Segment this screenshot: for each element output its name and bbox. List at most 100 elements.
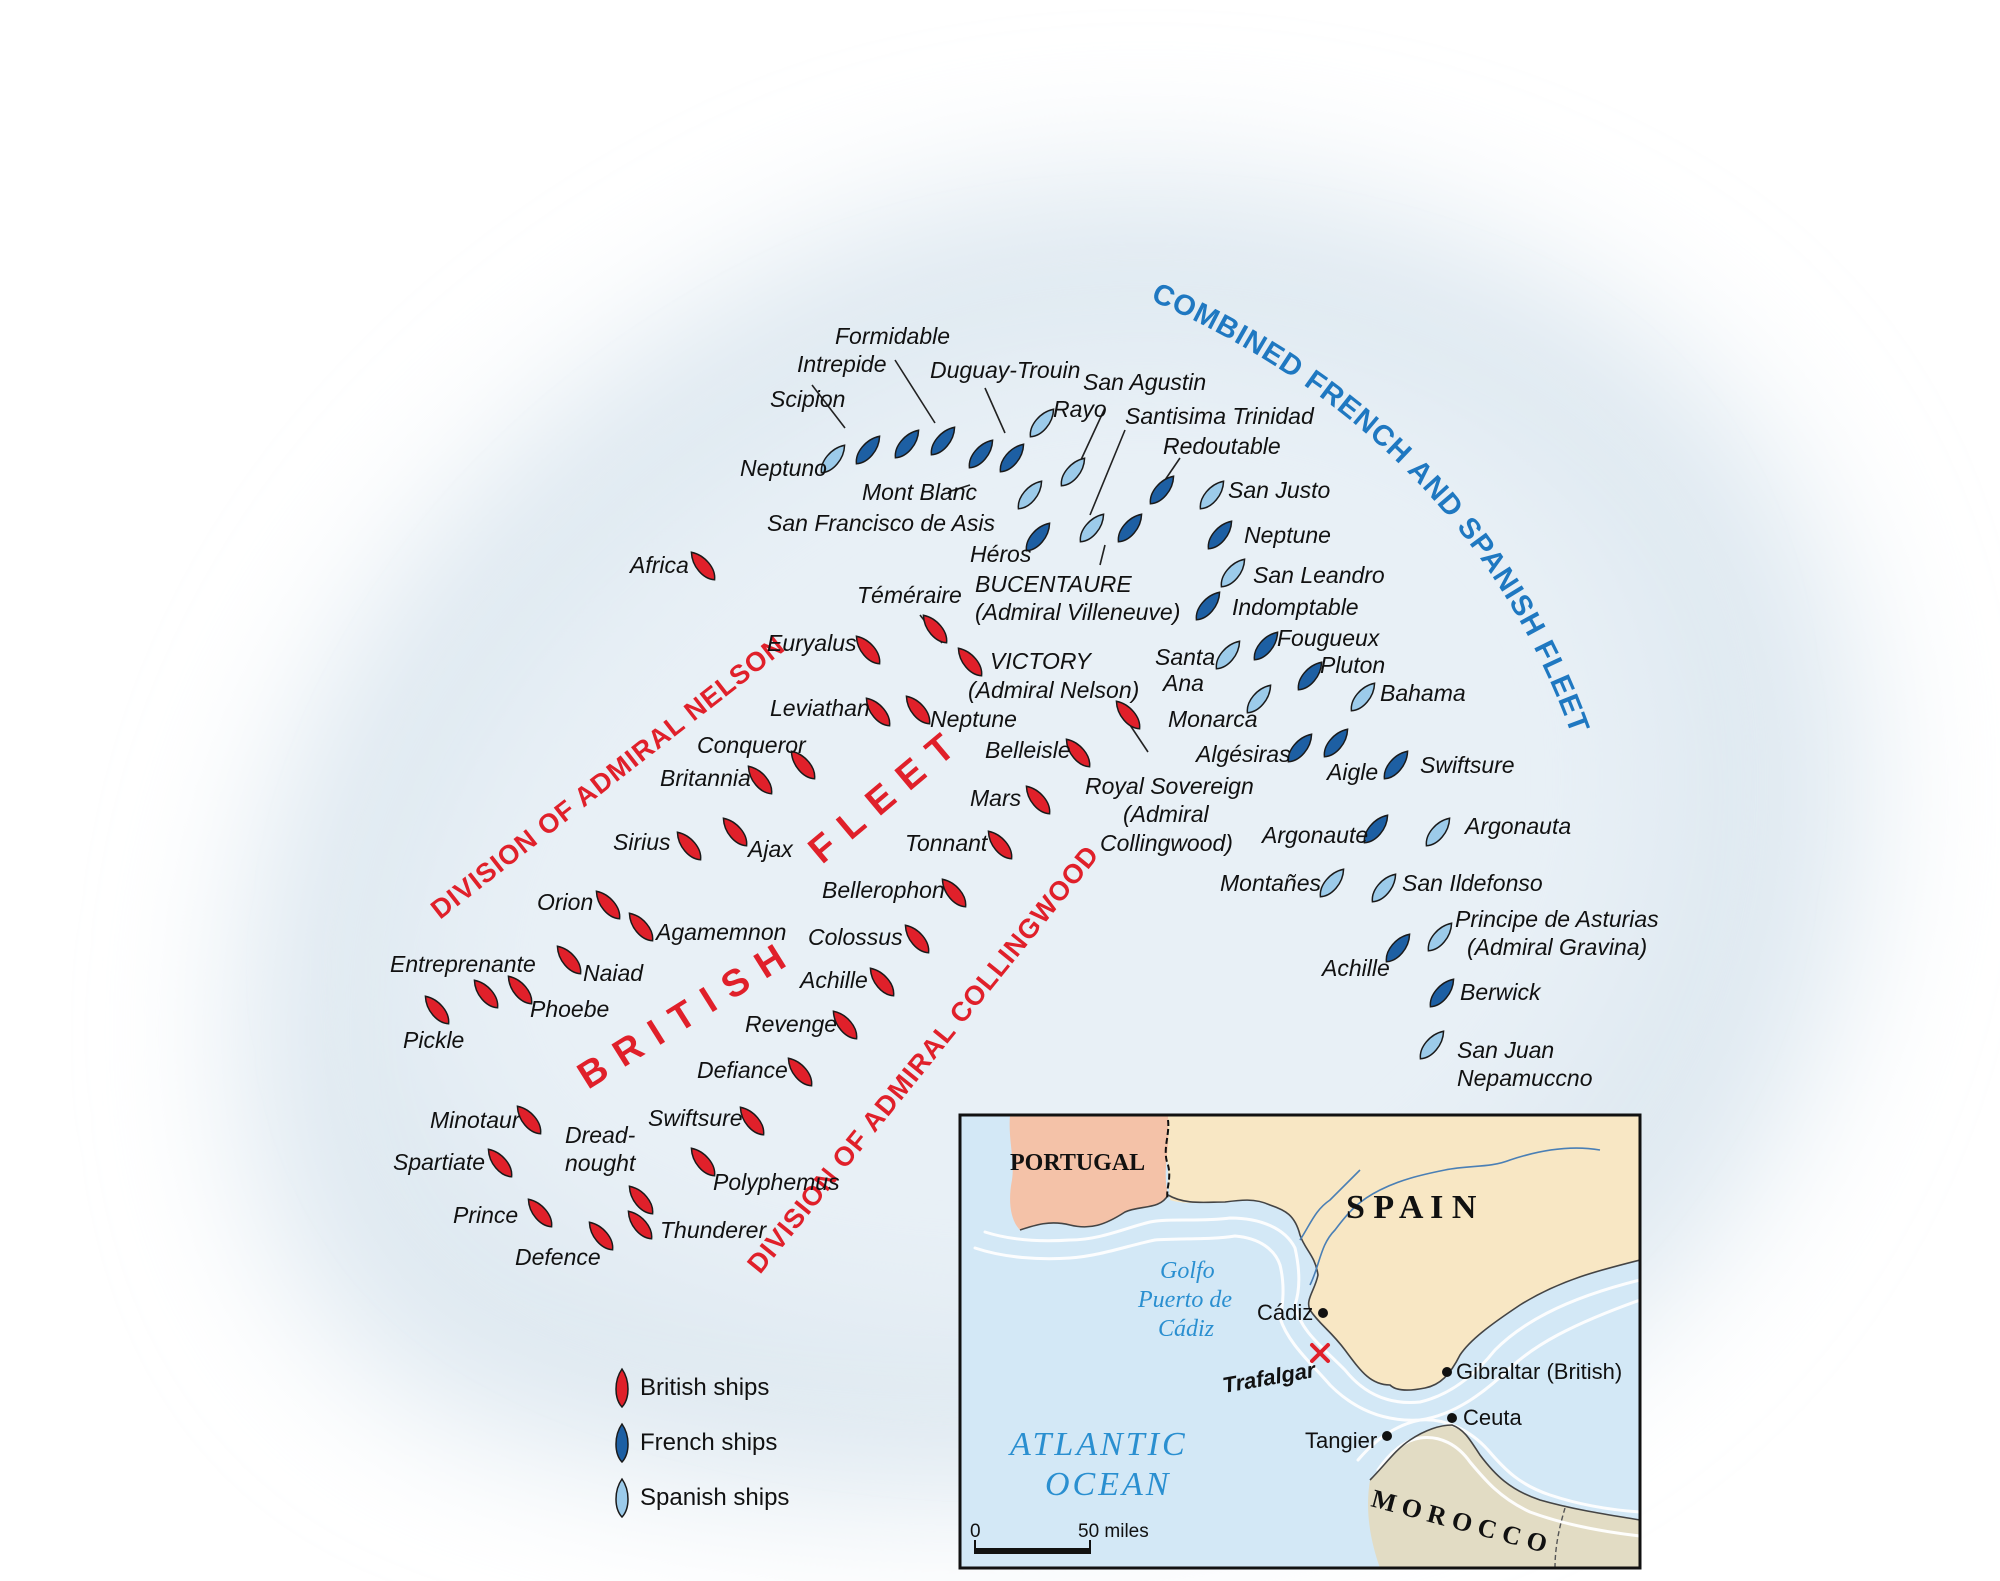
british-ship-marker (690, 1147, 716, 1177)
inset-tangier-label: Tangier (1305, 1428, 1377, 1453)
british-ship-marker (905, 695, 931, 725)
label-bellerophon: Bellerophon (822, 877, 945, 903)
british-ship-marker (722, 817, 748, 847)
british-ship-marker (922, 614, 948, 644)
cadiz-marker (1318, 1308, 1328, 1318)
british-ship-marker (595, 890, 621, 920)
british-ship-marker (832, 1010, 858, 1040)
gibraltar-marker (1442, 1367, 1452, 1377)
label-duguay-trouin: Duguay-Trouin (930, 357, 1080, 383)
french-ship-marker (1195, 591, 1221, 621)
label-nepamuccno: Nepamuccno (1457, 1065, 1593, 1091)
ship-labels: Formidable Intrepide Duguay-Trouin San A… (390, 323, 1659, 1270)
spanish-ship-marker (1350, 682, 1376, 712)
label-defence: Defence (515, 1244, 601, 1270)
british-ship-marker (627, 1210, 653, 1240)
british-ship-marker (676, 831, 702, 861)
label-nought: nought (565, 1150, 637, 1176)
british-ship-marker (865, 697, 891, 727)
label-heros: Héros (970, 541, 1032, 567)
label-rayo: Rayo (1053, 396, 1107, 422)
label-formidable: Formidable (835, 323, 950, 349)
british-ship-marker (588, 1221, 614, 1251)
scale-zero-label: 0 (970, 1521, 981, 1542)
british-ship-marker (473, 979, 499, 1009)
french-ship-marker (855, 435, 881, 465)
ship-markers (424, 408, 1455, 1251)
label-indomptable: Indomptable (1232, 594, 1359, 620)
french-ship-marker (1385, 933, 1411, 963)
label-san-ildefonso: San Ildefonso (1402, 870, 1543, 896)
label-intrepide: Intrepide (797, 351, 887, 377)
french-ship-marker (1149, 475, 1175, 505)
legend-label-french: French ships (640, 1429, 777, 1456)
label-collingwood: Collingwood) (1100, 830, 1233, 856)
label-neptuno: Neptuno (740, 455, 827, 481)
label-ajax: Ajax (746, 836, 794, 862)
french-ship-marker (1363, 814, 1389, 844)
label-minotaur: Minotaur (430, 1107, 521, 1133)
label-algesiras: Algésiras (1194, 741, 1291, 767)
spanish-ship-marker (1029, 408, 1055, 438)
label-temeraire: Téméraire (857, 582, 962, 608)
spanish-ship-marker (1425, 817, 1451, 847)
inset-ocean-line2: OCEAN (1045, 1466, 1171, 1503)
legend-spanish-ship-icon (615, 1477, 629, 1519)
label-dread: Dread- (565, 1122, 636, 1148)
trafalgar-cross-icon (1310, 1343, 1330, 1363)
british-ship-marker (690, 551, 716, 581)
label-swiftsure-fr: Swiftsure (1420, 752, 1515, 778)
spanish-ship-marker (1199, 480, 1225, 510)
label-san-juan: San Juan (1457, 1037, 1554, 1063)
label-achille-br: Achille (798, 967, 868, 993)
british-ship-marker (424, 995, 450, 1025)
label-pluton: Pluton (1320, 652, 1385, 678)
british-ship-marker (869, 967, 895, 997)
spanish-ship-marker (820, 444, 846, 474)
label-revenge: Revenge (745, 1011, 837, 1037)
legend-french-ship-icon (615, 1422, 629, 1464)
label-victory: VICTORY (990, 648, 1093, 674)
label-agamemnon: Agamemnon (654, 919, 786, 945)
label-villeneuve: (Admiral Villeneuve) (975, 599, 1180, 625)
british-ship-marker (507, 975, 533, 1005)
legend-british-ship-icon (615, 1367, 629, 1409)
spanish-ship-marker (1017, 480, 1043, 510)
british-ship-marker (516, 1105, 542, 1135)
label-santisima-trinidad: Santisima Trinidad (1125, 403, 1315, 429)
label-tonnant: Tonnant (905, 830, 989, 856)
label-ana: Ana (1161, 670, 1204, 696)
french-ship-marker (1383, 750, 1409, 780)
inset-cadiz-label: Cádiz (1257, 1300, 1313, 1325)
french-ship-marker (1117, 513, 1143, 543)
french-ship-marker (968, 439, 994, 469)
label-thunderer: Thunderer (660, 1217, 767, 1243)
spanish-ship-marker (1319, 868, 1345, 898)
inset-frame (958, 1113, 1642, 1570)
spanish-ship-marker (1246, 684, 1272, 714)
label-neptune-br: Neptune (930, 706, 1017, 732)
spanish-ship-marker (1427, 922, 1453, 952)
inset-spain-label: S P A I N (1346, 1189, 1477, 1226)
french-ship-marker (1429, 978, 1455, 1008)
british-ship-marker (556, 945, 582, 975)
french-ship-marker (1025, 522, 1051, 552)
inset-map: PORTUGAL S P A I N M O R O C C O Golfo P… (958, 1113, 1642, 1570)
british-ship-marker (747, 765, 773, 795)
label-gravina: (Admiral Gravina) (1467, 934, 1647, 960)
label-santa: Santa (1155, 644, 1215, 670)
label-admiral: (Admiral (1123, 801, 1210, 827)
label-leviathan: Leviathan (770, 695, 870, 721)
label-phoebe: Phoebe (530, 996, 609, 1022)
label-san-leandro: San Leandro (1253, 562, 1385, 588)
tangier-marker (1382, 1431, 1392, 1441)
inset-portugal (1009, 1115, 1169, 1230)
label-britannia: Britannia (660, 765, 751, 791)
label-spartiate: Spartiate (393, 1149, 485, 1175)
label-principe: Principe de Asturias (1455, 906, 1659, 932)
label-pickle: Pickle (403, 1027, 464, 1053)
label-africa: Africa (628, 552, 689, 578)
label-euryalus: Euryalus (767, 630, 857, 656)
french-ship-marker (1207, 520, 1233, 550)
label-conqueror: Conqueror (697, 732, 807, 758)
